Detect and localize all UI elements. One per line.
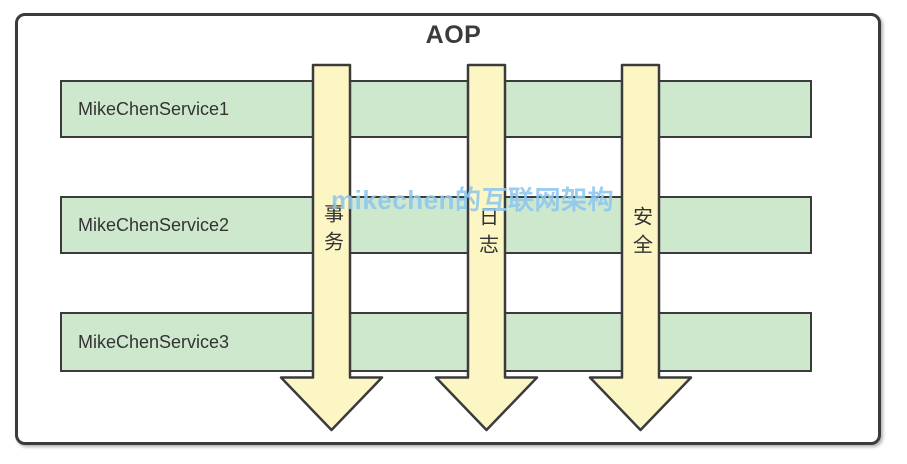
logging-down-arrow-icon [434,63,539,432]
service-bar-2: MikeChenService2 [60,196,812,254]
service-bar-3: MikeChenService3 [60,312,812,372]
diagram-title: AOP [425,21,482,49]
service-bar-1-label: MikeChenService1 [78,98,230,119]
service-bar-1: MikeChenService1 [60,80,812,138]
transaction-down-arrow-icon [279,63,384,432]
watermark: mikechen的互联网架构 [331,185,614,215]
security-down-arrow-icon [588,63,693,432]
aspect-label-logging: 日志 [475,206,498,262]
service-bar-2-label: MikeChenService2 [78,214,230,235]
aspect-label-security: 安全 [629,206,652,262]
service-bar-3-label: MikeChenService3 [78,331,230,352]
aspect-label-transaction: 事务 [320,203,343,259]
